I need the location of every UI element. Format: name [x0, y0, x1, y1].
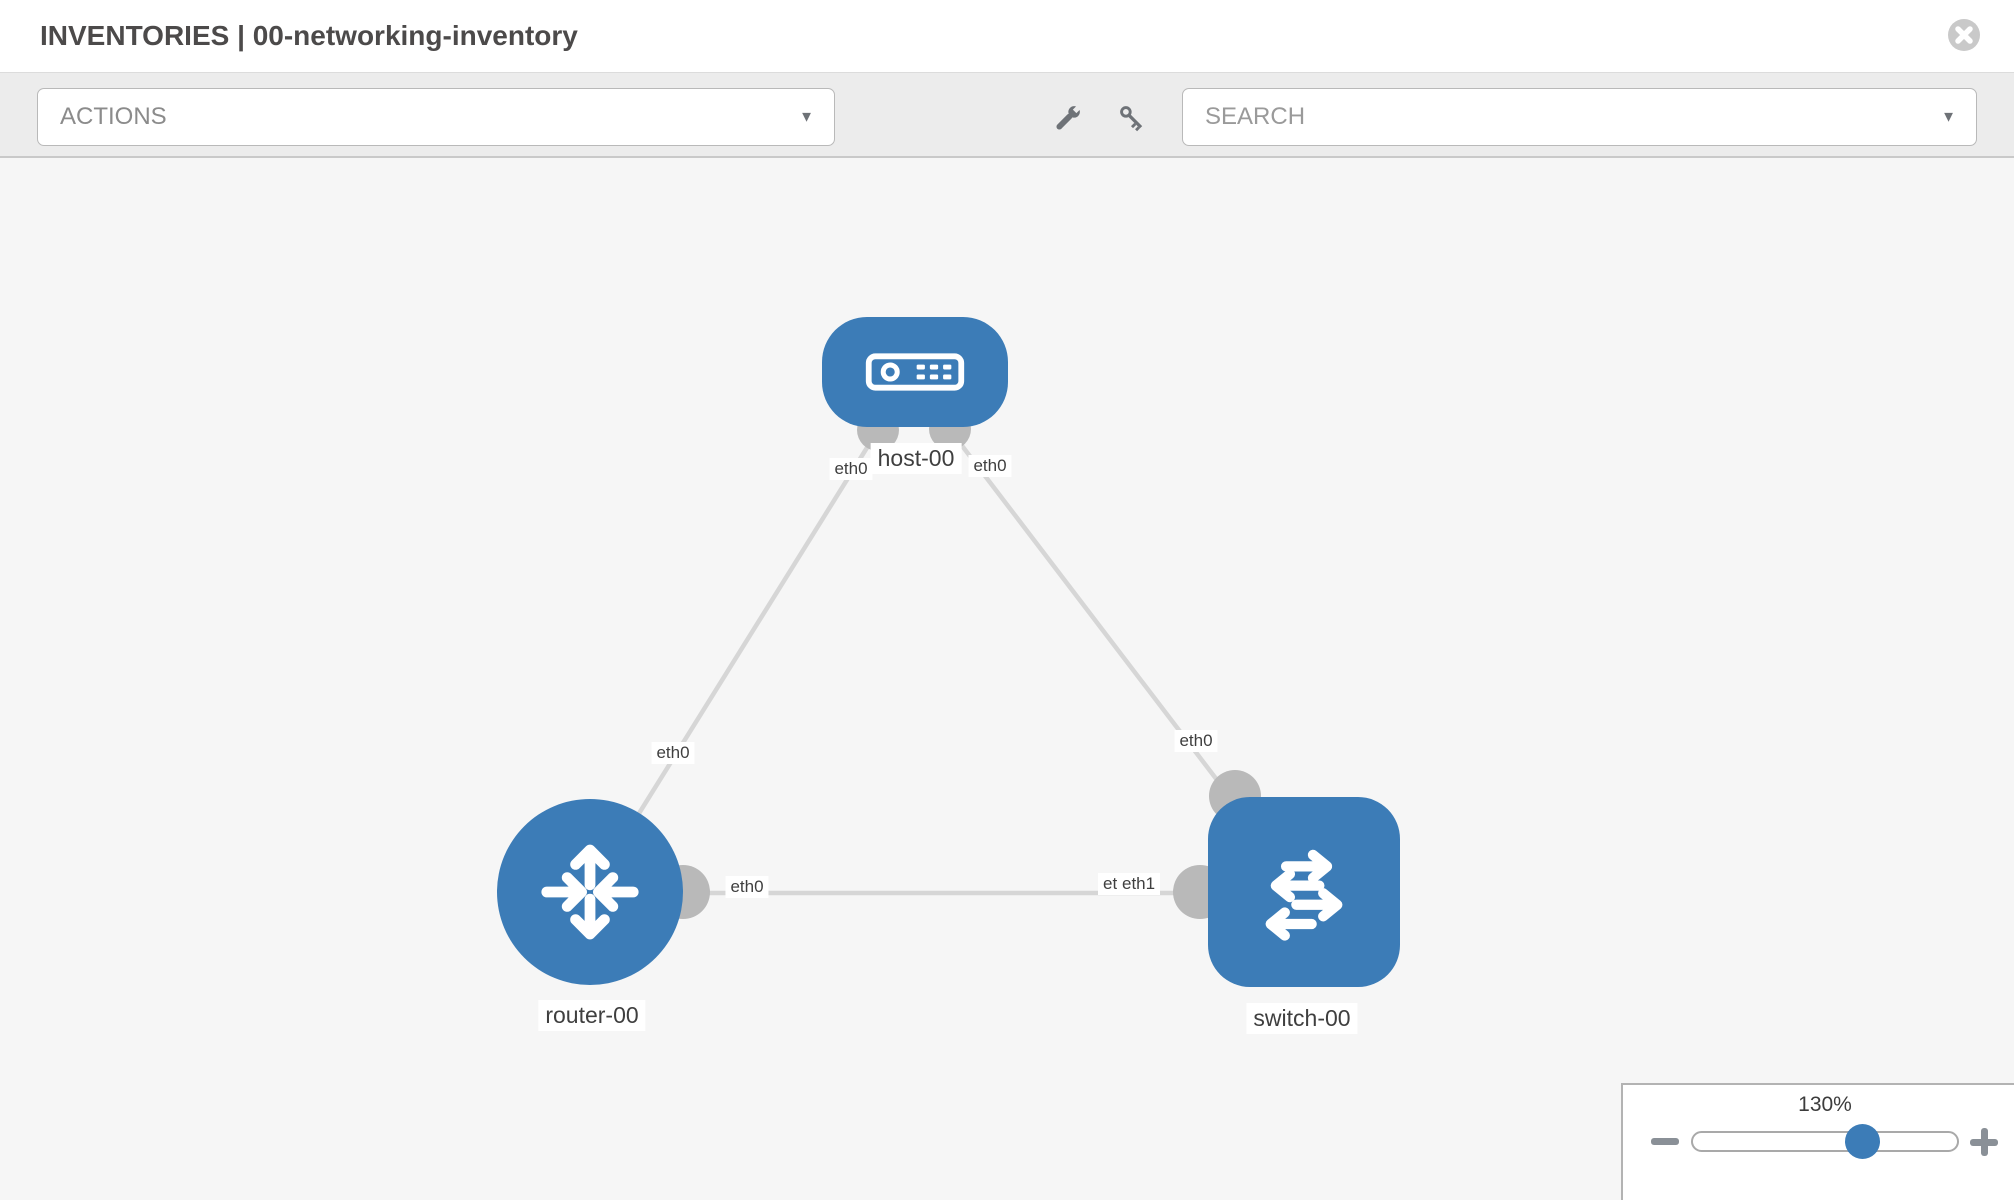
switch-icon — [1265, 849, 1343, 941]
iface-label-host-switch-host-end: eth0 — [968, 455, 1012, 477]
page-title: INVENTORIES | 00-networking-inventory — [40, 20, 578, 51]
zoom-out-button[interactable] — [1651, 1138, 1679, 1145]
configure-button[interactable] — [1050, 100, 1086, 136]
node-label-host: host-00 — [870, 443, 962, 474]
search-dropdown[interactable]: SEARCH ▼ — [1182, 88, 1977, 146]
close-button[interactable] — [1947, 18, 1981, 52]
zoom-in-button[interactable] — [1970, 1128, 1998, 1156]
node-switch-00[interactable] — [1208, 797, 1400, 987]
iface-label-host-router-host-end: eth0 — [829, 458, 873, 480]
node-label-switch: switch-00 — [1246, 1003, 1358, 1034]
actions-dropdown[interactable]: ACTIONS ▼ — [37, 88, 835, 146]
close-icon — [1948, 19, 1980, 51]
zoom-level: 130% — [1798, 1093, 1852, 1116]
search-placeholder: SEARCH — [1205, 103, 1306, 130]
zoom-panel: 130% — [1621, 1083, 2014, 1200]
key-icon — [1120, 106, 1143, 132]
node-host-00[interactable] — [822, 317, 1008, 427]
node-router-00[interactable] — [497, 799, 683, 985]
key-button[interactable] — [1114, 100, 1150, 136]
header: INVENTORIES | 00-networking-inventory — [0, 0, 2014, 72]
chevron-down-icon: ▼ — [799, 108, 814, 126]
toolbar: ACTIONS ▼ SEARC — [0, 72, 2014, 158]
iface-label-router-switch-router-end: eth0 — [725, 876, 769, 898]
links-layer — [588, 408, 1306, 919]
chevron-down-icon: ▼ — [1941, 108, 1956, 126]
topology-canvas[interactable]: host-00 router-00 switch-00 eth0 eth0 et… — [0, 158, 2014, 1200]
node-label-router: router-00 — [538, 1000, 646, 1031]
actions-dropdown-label: ACTIONS — [60, 103, 167, 130]
host-icon — [865, 353, 965, 391]
zoom-slider-thumb[interactable] — [1844, 1124, 1880, 1159]
wrench-icon — [1056, 103, 1083, 130]
zoom-slider[interactable] — [1691, 1124, 1959, 1159]
iface-label-router-switch-switch-end: eth1 — [1117, 873, 1161, 895]
router-icon — [541, 844, 639, 940]
iface-label-host-switch-switch-end: eth0 — [1174, 730, 1218, 752]
iface-label-host-router-router-end: eth0 — [651, 742, 695, 764]
